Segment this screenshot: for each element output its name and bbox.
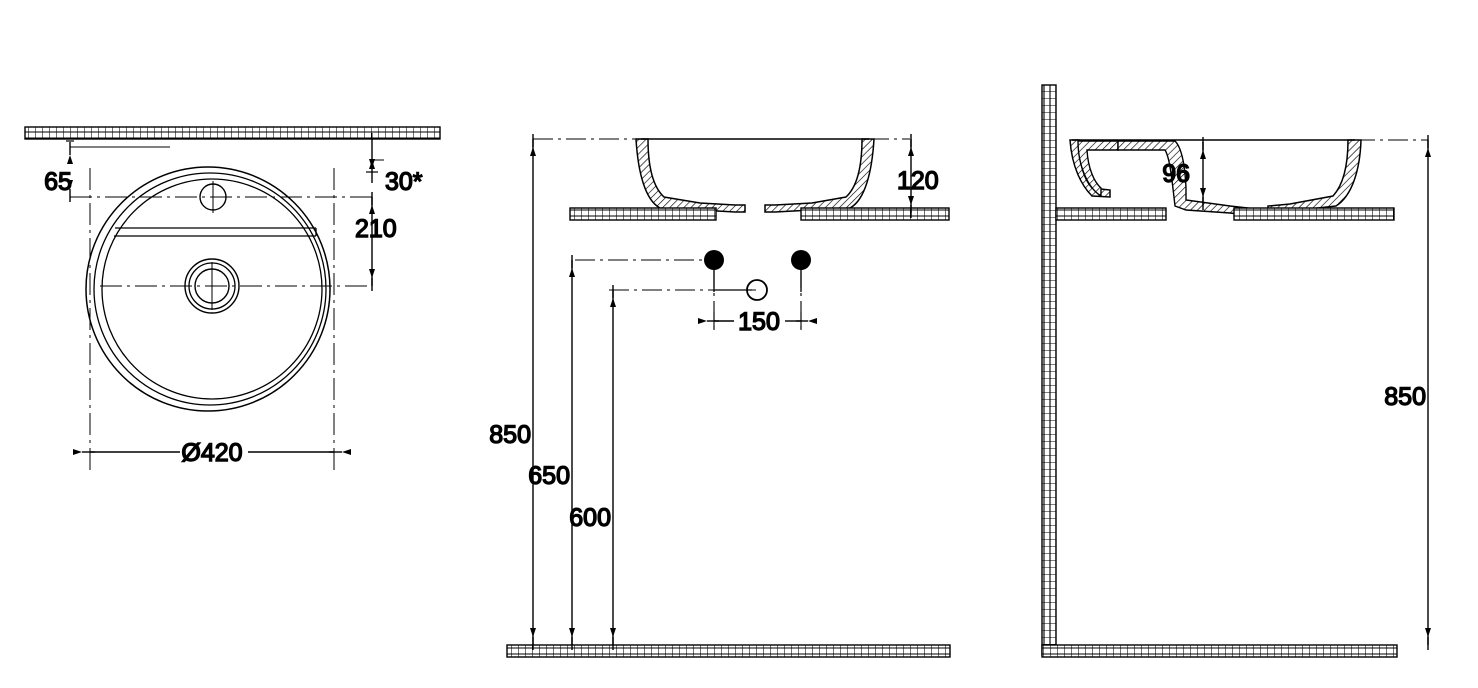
dim-label-850-side: 850 — [1384, 383, 1426, 411]
plan-countertop — [24, 126, 441, 140]
dim-210: 210 — [354, 192, 397, 291]
dim-label-210: 210 — [355, 215, 397, 243]
front-basin-section — [635, 138, 875, 213]
dim-label-30: 30* — [385, 168, 423, 196]
dim-420: Ø420 — [73, 438, 351, 468]
side-basin-section — [1069, 139, 1362, 216]
dim-65: 65 — [43, 140, 170, 202]
plan-bowl-circle — [101, 178, 323, 400]
side-countertop — [1055, 207, 1395, 221]
side-wall — [1041, 84, 1057, 656]
dim-30: 30* — [366, 139, 424, 197]
dim-label-420: Ø420 — [181, 439, 242, 467]
dim-850-front: 850 — [489, 134, 536, 650]
front-countertop — [569, 207, 950, 221]
dim-96: 96 — [1161, 137, 1206, 210]
dim-label-150: 150 — [738, 308, 780, 336]
dim-label-600: 600 — [569, 504, 611, 532]
dim-120: 120 — [896, 134, 939, 218]
side-section-view: 96 850 — [1041, 84, 1431, 658]
plan-outer-rim-circle — [85, 166, 331, 412]
dim-150: 150 — [698, 307, 817, 337]
front-section-view: 120 150 — [489, 134, 951, 658]
plan-view: 65 30* 210 Ø420 — [24, 126, 441, 470]
dim-850-side: 850 — [1384, 135, 1431, 650]
front-leader-solid — [713, 260, 802, 292]
plan-overflow-slot — [114, 227, 317, 237]
plan-inner-rim-circle — [93, 172, 327, 406]
side-floor — [1041, 644, 1398, 658]
dim-600: 600 — [569, 285, 616, 650]
dim-label-96: 96 — [1162, 160, 1190, 188]
dim-label-120: 120 — [897, 167, 939, 195]
front-connection-points — [704, 250, 811, 301]
front-floor — [506, 644, 951, 658]
dim-650: 650 — [528, 255, 575, 650]
dim-label-65: 65 — [44, 168, 72, 196]
dim-label-850-front: 850 — [489, 421, 531, 449]
plan-centerlines — [70, 133, 373, 470]
front-centerlines — [533, 138, 910, 330]
dim-label-650: 650 — [528, 462, 570, 490]
